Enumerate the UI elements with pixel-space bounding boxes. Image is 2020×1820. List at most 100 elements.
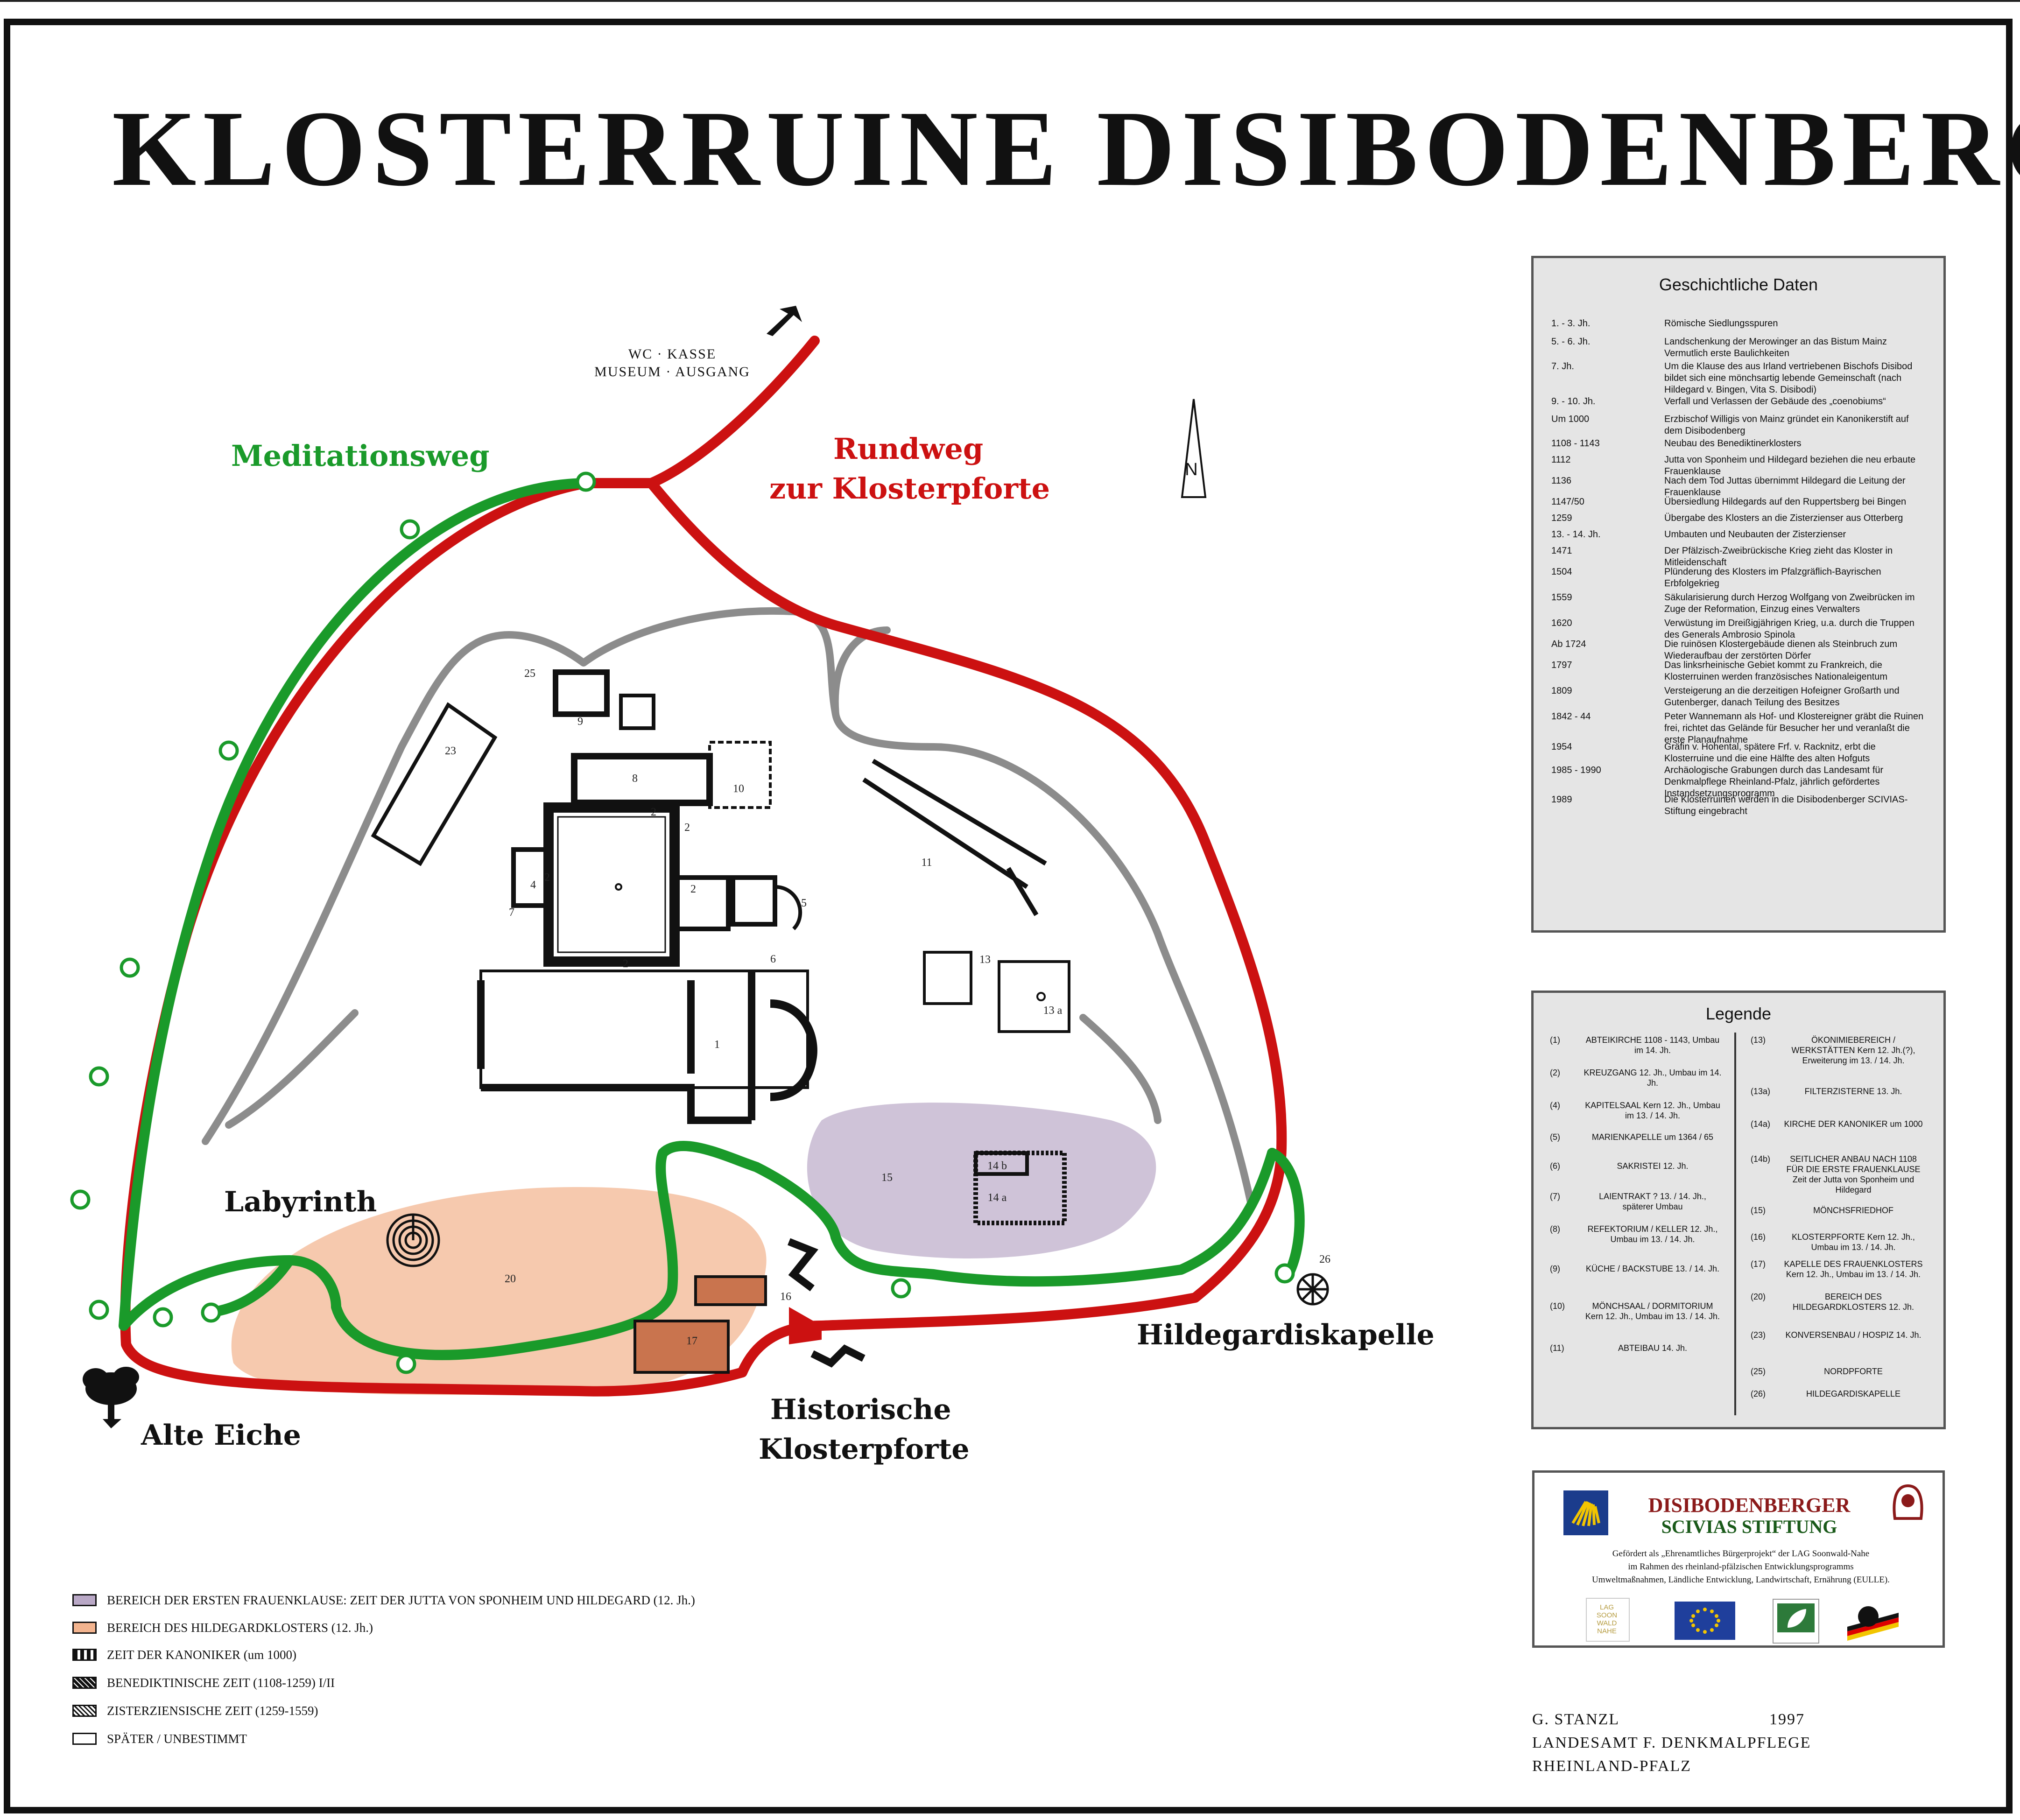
legend-item-number: (15) bbox=[1751, 1206, 1766, 1215]
alte-eiche-label: Alte Eiche bbox=[141, 1419, 301, 1452]
period-key-swatch bbox=[72, 1622, 97, 1634]
legend-item-text: BEREICH DES HILDEGARDKLOSTERS 12. Jh. bbox=[1792, 1292, 1914, 1312]
svg-text:13 a: 13 a bbox=[1043, 1005, 1063, 1017]
legend-item-text: HILDEGARDISKAPELLE bbox=[1806, 1389, 1901, 1398]
leader-leaf-icon bbox=[1777, 1603, 1815, 1632]
hildegardiskapelle-icon bbox=[1296, 1273, 1329, 1306]
legend-item-text: KLOSTERPFORTE Kern 12. Jh., Umbau im 13.… bbox=[1792, 1232, 1915, 1252]
history-event: Die Klosterruinen werden in die Disibode… bbox=[1664, 794, 1908, 816]
period-key-item: BENEDIKTINISCHE ZEIT (1108-1259) I/II bbox=[72, 1676, 819, 1694]
legend-item-text: KREUZGANG 12. Jh., Umbau im 14. Jh. bbox=[1584, 1068, 1722, 1088]
page-title: KLOSTERRUINE DISIBODENBERG bbox=[112, 89, 2020, 209]
sponsor-text: Gefördert als „Ehrenamtliches Bürgerproj… bbox=[1544, 1547, 1938, 1587]
history-year: 1797 bbox=[1551, 660, 1572, 670]
oak-tree-icon bbox=[83, 1367, 139, 1428]
period-key-label: SPÄTER / UNBESTIMMT bbox=[107, 1732, 247, 1746]
period-key-swatch bbox=[72, 1677, 97, 1689]
rundweg-label-line2: zur Klosterpforte bbox=[769, 471, 1050, 506]
history-event: Landschenkung der Merowinger an das Bist… bbox=[1664, 337, 1887, 358]
history-event: Der Pfälzisch-Zweibrückische Krieg zieht… bbox=[1664, 546, 1893, 568]
foundation-name-line2: SCIVIAS STIFTUNG bbox=[1661, 1516, 1837, 1537]
legend-item-number: (20) bbox=[1751, 1292, 1766, 1301]
svg-text:8: 8 bbox=[632, 773, 638, 785]
history-year: Um 1000 bbox=[1551, 414, 1590, 424]
history-event: Versteigerung an die derzeitigen Hofeign… bbox=[1664, 686, 1900, 708]
legend-item-number: (10) bbox=[1550, 1301, 1565, 1311]
credit-author: G. STANZL bbox=[1532, 1711, 1620, 1728]
history-event: Übersiedlung Hildegards auf den Rupperts… bbox=[1664, 497, 1907, 507]
history-event: Neubau des Benediktinerklosters bbox=[1664, 438, 1802, 449]
legend-item-number: (14b) bbox=[1751, 1154, 1771, 1164]
north-arrow: N bbox=[1181, 399, 1207, 498]
legend-item-number: (13a) bbox=[1751, 1087, 1771, 1096]
sponsor-panel: DISIBODENBERGER SCIVIAS STIFTUNG Geförde… bbox=[1532, 1470, 1945, 1648]
historische-klosterpforte-label-line1: Historische bbox=[770, 1393, 951, 1426]
legend-item-number: (6) bbox=[1550, 1161, 1560, 1171]
legend-item-text: ABTEIKIRCHE 1108 - 1143, Umbau im 14. Jh… bbox=[1585, 1035, 1720, 1055]
legend-item-number: (14a) bbox=[1751, 1119, 1771, 1129]
labyrinth-icon bbox=[386, 1213, 440, 1267]
legend-item-text: ABTEIBAU 14. Jh. bbox=[1618, 1343, 1688, 1353]
history-year: 1471 bbox=[1551, 546, 1572, 556]
svg-text:20: 20 bbox=[505, 1273, 516, 1285]
period-key-label: BEREICH DER ERSTEN FRAUENKLAUSE: ZEIT DE… bbox=[107, 1593, 695, 1607]
history-event: Übergabe des Klosters an die Zisterziens… bbox=[1664, 513, 1903, 523]
sign-frame bbox=[4, 19, 2013, 1813]
svg-text:2: 2 bbox=[651, 806, 656, 818]
frauenklause-area bbox=[807, 1103, 1156, 1258]
svg-text:5: 5 bbox=[801, 897, 807, 909]
history-year: 7. Jh. bbox=[1551, 361, 1574, 372]
period-key-label: BENEDIKTINISCHE ZEIT (1108-1259) I/II bbox=[107, 1676, 335, 1690]
exit-label-line1: WC · KASSE bbox=[628, 346, 717, 362]
svg-text:2: 2 bbox=[623, 958, 628, 970]
history-event: Das linksrheinische Gebiet kommt zu Fran… bbox=[1664, 660, 1888, 682]
history-year: 1559 bbox=[1551, 592, 1572, 603]
legend-item-number: (5) bbox=[1550, 1132, 1560, 1142]
history-event: Jutta von Sponheim und Hildegard beziehe… bbox=[1664, 455, 1916, 477]
history-panel: Geschichtliche Daten 1. - 3. Jh.Römische… bbox=[1531, 256, 1946, 933]
credit-line3: RHEINLAND-PFALZ bbox=[1532, 1757, 1692, 1775]
gate-walls bbox=[788, 1238, 866, 1368]
period-key-label: ZISTERZIENSISCHE ZEIT (1259-1559) bbox=[107, 1704, 318, 1718]
history-year: 1620 bbox=[1551, 618, 1572, 628]
history-event: Römische Siedlungsspuren bbox=[1664, 318, 1778, 329]
history-event: Erzbischof Willigis von Mainz gründet ei… bbox=[1664, 414, 1909, 436]
legend-item-number: (13) bbox=[1751, 1035, 1766, 1045]
history-event: Die ruinösen Klostergebäude dienen als S… bbox=[1664, 639, 1898, 661]
numbered-plan-labels: 25 9 23 8 10 2 2 2 2 7 4 5 6 2 1 11 13 1… bbox=[445, 668, 1330, 1347]
history-event: Verfall und Verlassen der Gebäude des „c… bbox=[1664, 396, 1886, 407]
svg-text:2: 2 bbox=[690, 883, 696, 895]
rlp-logo bbox=[1843, 1599, 1903, 1641]
history-event: Archäologische Grabungen durch das Lande… bbox=[1664, 765, 1884, 799]
history-year: 1842 - 44 bbox=[1551, 711, 1591, 722]
legend-item-text: SEITLICHER ANBAU NACH 1108 FÜR DIE ERSTE… bbox=[1786, 1154, 1921, 1195]
meditationsweg-label: Meditationsweg bbox=[231, 439, 490, 473]
legend-item-number: (23) bbox=[1751, 1330, 1766, 1340]
sponsor-text-line3: Umweltmaßnahmen, Ländliche Entwicklung, … bbox=[1592, 1575, 1890, 1585]
history-year: 1954 bbox=[1551, 742, 1572, 752]
labyrinth-label: Labyrinth bbox=[224, 1186, 377, 1218]
exit-arrow bbox=[767, 306, 802, 336]
history-year: 1112 bbox=[1551, 455, 1571, 465]
rundweg-label-line1: Rundweg bbox=[833, 432, 984, 466]
history-year: 1989 bbox=[1551, 794, 1572, 805]
history-event: Gräfin v. Hohental, spätere Frf. v. Rack… bbox=[1664, 742, 1876, 764]
exit-label: WC · KASSE MUSEUM · AUSGANG bbox=[579, 345, 766, 381]
history-year: 1809 bbox=[1551, 686, 1572, 696]
leader-logo bbox=[1773, 1599, 1819, 1644]
legend-item-number: (16) bbox=[1751, 1232, 1766, 1242]
period-key-item: ZEIT DER KANONIKER (um 1000) bbox=[72, 1648, 819, 1666]
eu-stars-icon bbox=[1689, 1608, 1720, 1634]
legend-item-number: (7) bbox=[1550, 1192, 1560, 1201]
legend-item-text: REFEKTORIUM / KELLER 12. Jh., Umbau im 1… bbox=[1587, 1224, 1718, 1244]
history-year: 1504 bbox=[1551, 567, 1572, 577]
scallop-shell-icon bbox=[1571, 1501, 1600, 1526]
period-key-swatch bbox=[72, 1594, 97, 1606]
period-key-label: BEREICH DES HILDEGARDKLOSTERS (12. Jh.) bbox=[107, 1621, 373, 1635]
period-key-item: BEREICH DES HILDEGARDKLOSTERS (12. Jh.) bbox=[72, 1621, 819, 1639]
history-year: 9. - 10. Jh. bbox=[1551, 396, 1596, 407]
history-event: Nach dem Tod Juttas übernimmt Hildegard … bbox=[1664, 476, 1906, 498]
kloster-gate-ruins bbox=[633, 1275, 767, 1374]
legend-item-number: (17) bbox=[1751, 1259, 1766, 1269]
